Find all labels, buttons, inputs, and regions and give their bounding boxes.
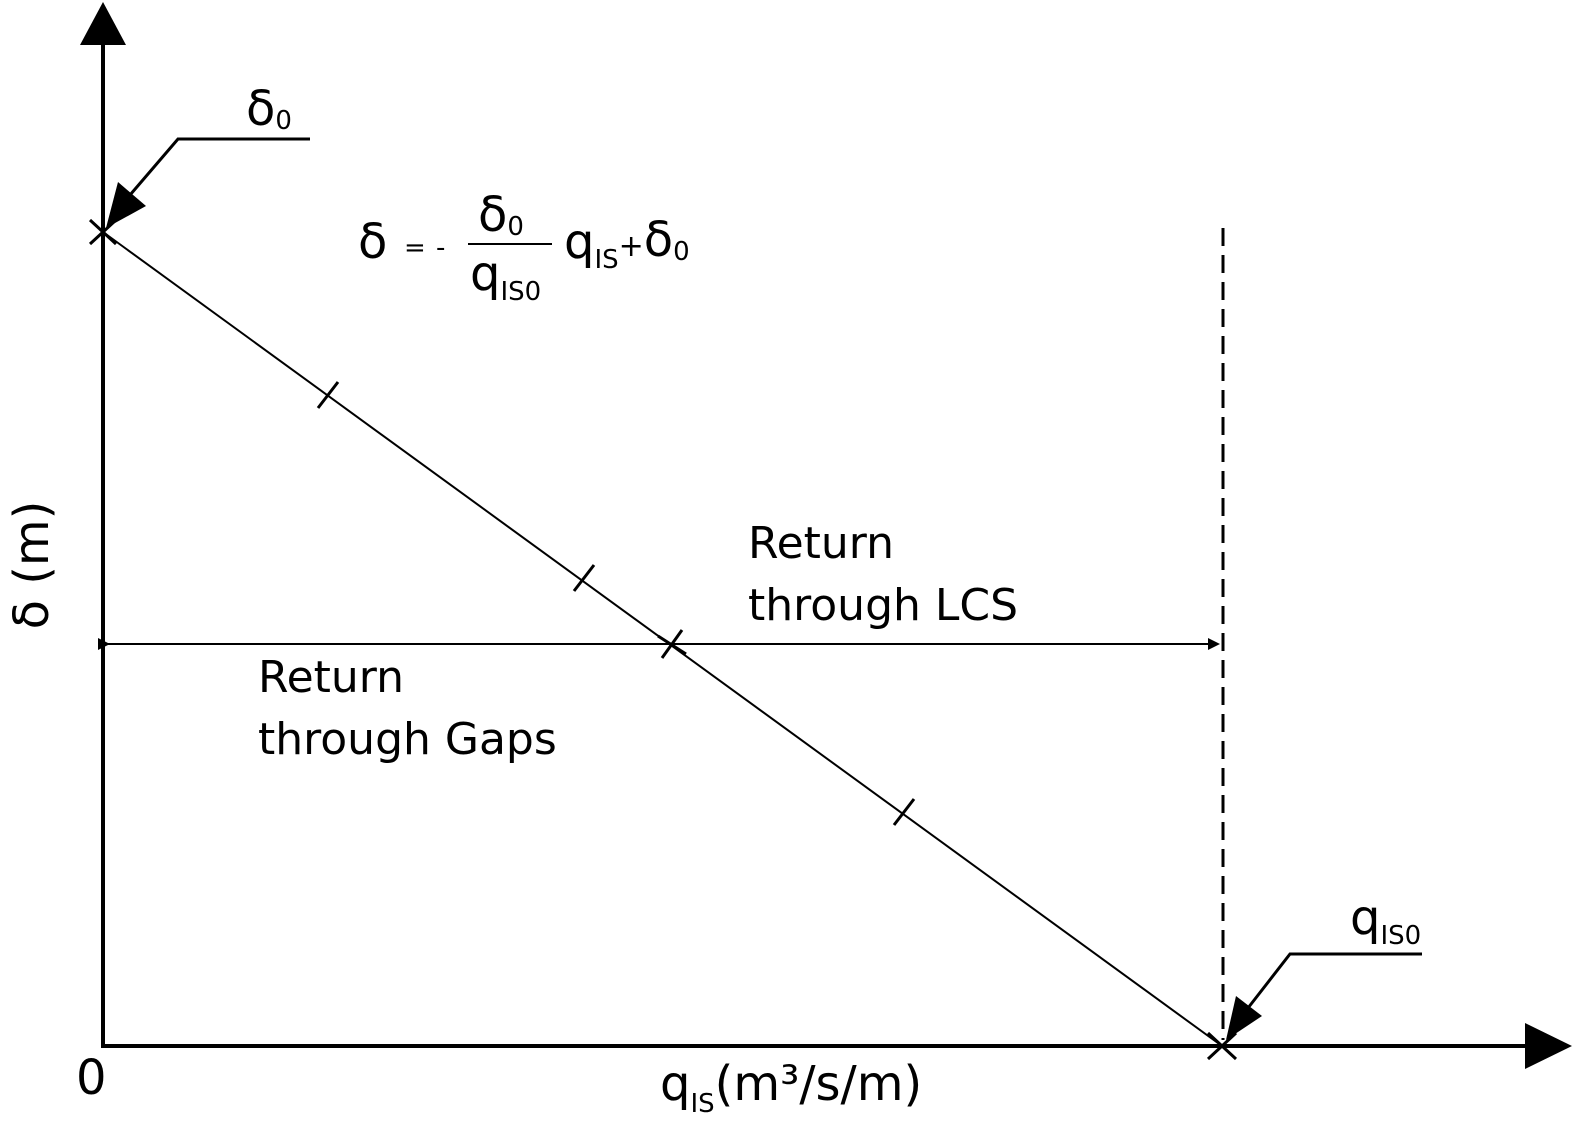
delta0-callout-line xyxy=(128,137,310,196)
return-through-gaps-line1: Return xyxy=(258,652,404,703)
return-through-gaps-line2: through Gaps xyxy=(258,714,557,765)
qis0-callout-line xyxy=(1246,952,1422,1009)
delta0-callout-label: δ0 xyxy=(246,81,292,137)
delta0-callout-arrowhead xyxy=(106,182,146,228)
line-tick-mark xyxy=(892,798,916,826)
y-axis-arrowhead xyxy=(80,2,126,45)
origin-label: 0 xyxy=(76,1050,107,1106)
equation-minus: - xyxy=(436,233,445,263)
line-tick-mark xyxy=(572,564,596,592)
line-tick-mark xyxy=(316,381,340,409)
return-through-lcs-line1: Return xyxy=(748,518,894,569)
equation: δ = - δ0 qIS0 qIS+δ0 xyxy=(358,187,690,307)
y-axis-label: δ (m) xyxy=(4,501,60,630)
end-cross-marker xyxy=(1206,1031,1238,1061)
equation-numerator: δ0 xyxy=(478,187,524,243)
x-axis-arrowhead xyxy=(1525,1023,1572,1069)
equation-denominator: qIS0 xyxy=(470,246,541,307)
equation-variable: qIS+δ0 xyxy=(564,212,690,275)
equation-equals: = xyxy=(404,233,426,263)
x-axis-label: qIS(m³/s/m) xyxy=(660,1056,922,1119)
return-through-lcs-line2: through LCS xyxy=(748,580,1018,631)
equation-lhs: δ xyxy=(358,214,387,270)
qis0-callout-label: qIS0 xyxy=(1350,890,1421,951)
qis0-callout-arrowhead xyxy=(1226,996,1262,1040)
